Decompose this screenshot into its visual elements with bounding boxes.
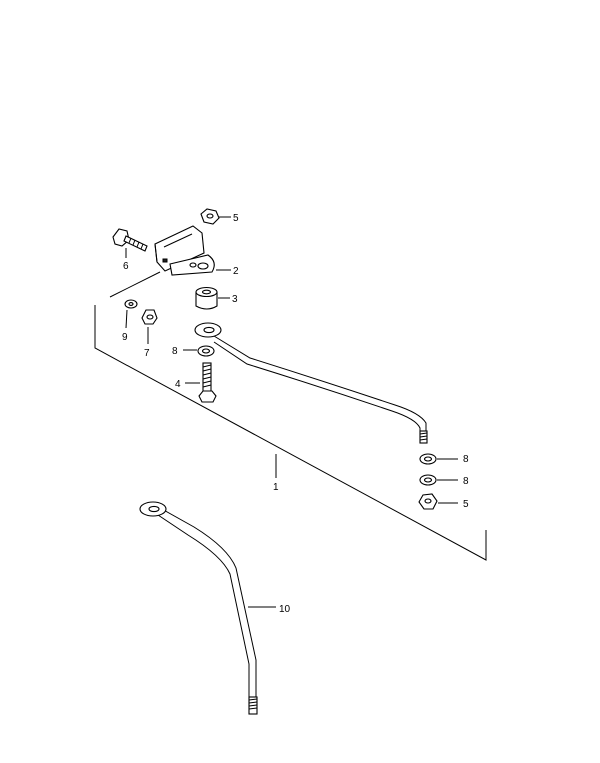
washer-part-8-right-lower [419, 474, 458, 486]
spacer-part-3 [195, 286, 230, 310]
callout-7: 7 [144, 348, 150, 359]
bolt-part-6 [112, 228, 148, 258]
callout-8-right-lower: 8 [463, 476, 469, 487]
callout-labels: 1 2 3 4 5 5 6 7 8 8 8 9 10 [122, 213, 469, 615]
bolt-part-4 [185, 362, 217, 403]
callout-3: 3 [232, 294, 238, 305]
callout-9: 9 [122, 332, 128, 343]
washer-part-9 [124, 299, 138, 329]
callout-4: 4 [175, 379, 181, 390]
callout-5-right: 5 [463, 499, 469, 510]
callout-1: 1 [273, 482, 279, 493]
assembly-frame [94, 271, 487, 561]
washer-part-8-left [183, 345, 215, 357]
rod-part-1 [194, 322, 428, 478]
callout-2: 2 [233, 266, 239, 277]
nut-part-5-right [418, 493, 458, 510]
nut-part-5-top [200, 208, 231, 225]
rod-part-10 [139, 501, 276, 715]
callout-10: 10 [279, 604, 291, 615]
callout-8-left: 8 [172, 346, 178, 357]
bracket-part-2 [154, 225, 231, 276]
callout-6: 6 [123, 261, 129, 272]
callout-8-right-upper: 8 [463, 454, 469, 465]
nut-part-7 [141, 309, 158, 344]
callout-5-top: 5 [233, 213, 239, 224]
washer-part-8-right-upper [419, 453, 458, 465]
